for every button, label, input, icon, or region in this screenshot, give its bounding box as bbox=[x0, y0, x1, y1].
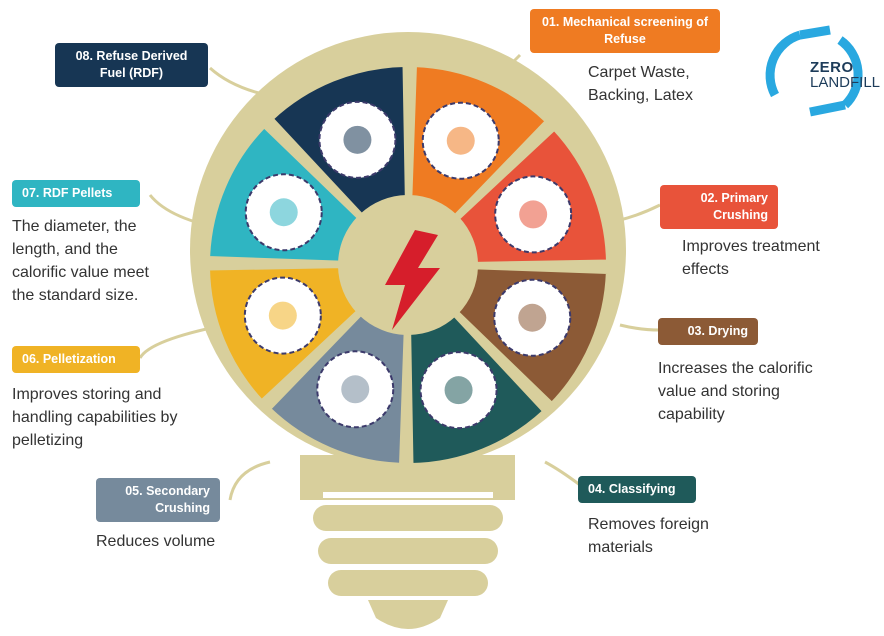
step-6-label: 06. Pelletization bbox=[12, 346, 140, 373]
step-6-desc: Improves storing and handling capabiliti… bbox=[12, 386, 178, 449]
step-5-desc: Reduces volume bbox=[96, 533, 216, 550]
icon-fill bbox=[519, 200, 548, 229]
step-4-desc: Removes foreign materials bbox=[588, 516, 709, 556]
icon-fill bbox=[518, 303, 547, 332]
icon-fill bbox=[341, 375, 370, 404]
connector-lines bbox=[138, 53, 661, 501]
lightning-bolt-icon bbox=[385, 230, 440, 330]
icon-fill bbox=[444, 376, 473, 405]
step-1-label: 01. Mechanical screening of Refuse bbox=[530, 9, 720, 53]
step-7-label: 07. RDF Pellets bbox=[12, 180, 140, 207]
step-2-label: 02. Primary Crushing bbox=[660, 185, 778, 229]
step-8-label: 08. Refuse Derived Fuel (RDF) bbox=[55, 43, 208, 87]
icon-fill bbox=[446, 126, 475, 155]
icon-fill bbox=[269, 198, 298, 227]
logo-text-landfill: LANDFILL bbox=[810, 74, 881, 91]
step-1-desc: Carpet Waste, Backing, Latex bbox=[588, 64, 693, 104]
step-4-label: 04. Classifying bbox=[578, 476, 696, 503]
zero-landfill-logo-arrows bbox=[765, 25, 863, 117]
step-5-label: 05. Secondary Crushing bbox=[96, 478, 220, 522]
icon-fill bbox=[343, 125, 372, 154]
segments bbox=[205, 62, 611, 468]
logo-text-zero: ZERO bbox=[810, 59, 854, 76]
icon-fill bbox=[268, 301, 297, 330]
step-3-label: 03. Drying bbox=[658, 318, 758, 345]
step-7-desc: The diameter, the length, and the calori… bbox=[12, 218, 149, 304]
step-2-desc: Improves treatment effects bbox=[682, 238, 820, 278]
step-3-desc: Increases the calorific value and storin… bbox=[658, 360, 813, 423]
bulb-base bbox=[300, 455, 515, 629]
